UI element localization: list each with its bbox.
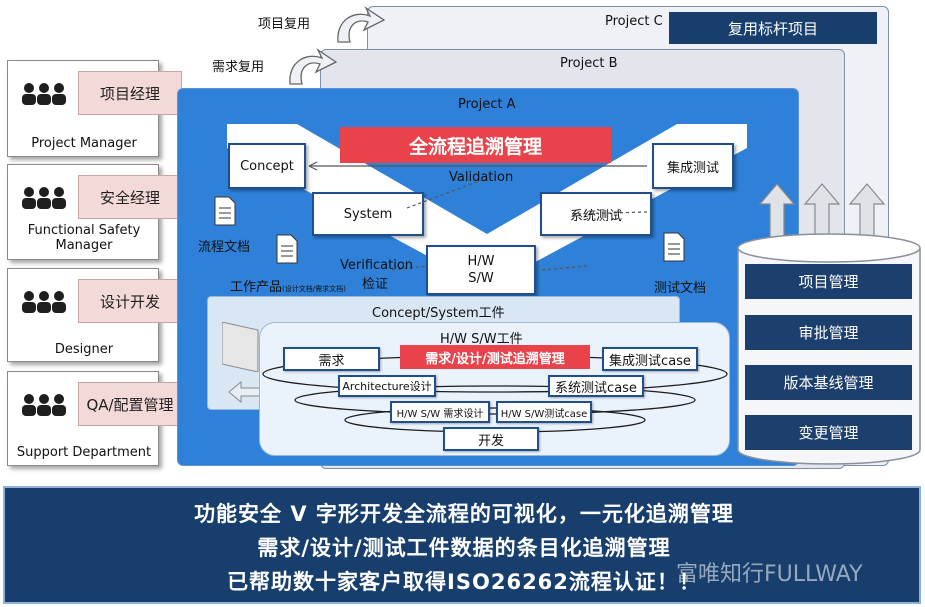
- benchmark-label: 复用标杆项目: [669, 12, 877, 44]
- database-cylinder: [737, 233, 921, 465]
- document-icon: [663, 232, 685, 262]
- role-english-name: Functional Safety Manager: [27, 223, 141, 253]
- trace-dashed-arrows: [308, 161, 648, 271]
- reuse-project-label: 项目复用: [258, 17, 311, 32]
- db-item-change-mgmt: 变更管理: [745, 415, 912, 450]
- project-b-title: Project B: [560, 56, 618, 71]
- db-item-approval-mgmt: 审批管理: [745, 315, 912, 350]
- hw-label: H/W: [467, 254, 495, 269]
- db-item-project-mgmt: 项目管理: [745, 264, 912, 299]
- architecture-box: Architecture设计: [338, 375, 436, 397]
- hwsw-box: H/W S/W: [426, 245, 536, 295]
- integration-case-box: 集成测试case: [602, 347, 698, 371]
- integration-test-box: 集成测试: [652, 143, 734, 189]
- project-a-title: Project A: [458, 97, 516, 112]
- check-label: 检证: [362, 277, 389, 292]
- curved-arrow-icon: [337, 6, 386, 43]
- role-card-safety-manager: 安全经理 Functional Safety Manager: [7, 164, 182, 260]
- role-badge: 项目经理: [78, 71, 182, 115]
- people-icon: [22, 187, 66, 209]
- role-english-name: Project Manager: [31, 136, 137, 151]
- trace-loop-arrows: [262, 355, 728, 433]
- process-doc-label: 流程文档: [198, 240, 251, 255]
- trace-management-title: 需求/设计/测试追溯管理: [400, 345, 590, 369]
- role-badge: 安全经理: [78, 175, 182, 219]
- watermark: 富唯知行FULLWAY: [676, 562, 863, 587]
- people-icon: [22, 83, 66, 105]
- sw-label: S/W: [468, 271, 494, 286]
- test-doc-label: 测试文档: [654, 281, 707, 296]
- concept-box: Concept: [228, 143, 306, 189]
- folder-shape: [222, 322, 259, 372]
- full-trace-title: 全流程追溯管理: [340, 127, 611, 163]
- role-badge: 设计开发: [78, 279, 182, 323]
- work-product-label: 工作产品(设计文档/需求文档): [230, 276, 346, 295]
- curved-arrow-icon: [289, 48, 338, 85]
- role-english-name: Designer: [54, 342, 114, 357]
- role-badge: QA/配置管理: [78, 382, 182, 426]
- role-card-designer: 设计开发 Designer: [7, 268, 182, 362]
- system-test-box: 系统测试: [540, 192, 652, 236]
- hwsw-title: H/W S/W工件: [440, 332, 523, 347]
- concept-system-title: Concept/System工件: [372, 306, 505, 321]
- document-icon: [276, 234, 298, 264]
- people-icon: [22, 291, 66, 313]
- validation-label: Validation: [449, 170, 514, 185]
- project-c-title: Project C: [605, 14, 663, 29]
- system-case-box: 系统测试case: [548, 375, 644, 397]
- banner-line-3: 已帮助数十家客户取得ISO26262流程认证！！: [227, 570, 701, 594]
- develop-box: 开发: [443, 427, 539, 451]
- requirement-box: 需求: [283, 347, 380, 371]
- role-card-project-manager: 项目经理 Project Manager: [7, 60, 182, 157]
- people-icon: [22, 394, 66, 416]
- work-product-note: (设计文档/需求文档): [282, 285, 346, 293]
- document-icon: [214, 196, 236, 226]
- work-product-text: 工作产品: [230, 280, 283, 295]
- role-card-support: QA/配置管理 Support Department: [7, 371, 182, 466]
- verification-label: Verification: [340, 258, 414, 273]
- banner-line-1: 功能安全 V 字形开发全流程的可视化，一元化追溯管理: [194, 502, 734, 526]
- system-box: System: [312, 192, 424, 236]
- reuse-requirement-label: 需求复用: [212, 60, 265, 75]
- hwsw-test-box: H/W S/W测试case: [496, 401, 592, 423]
- up-arrows-icon: [758, 183, 886, 247]
- role-english-name: Support Department: [16, 445, 152, 460]
- hwsw-design-box: H/W S/W 需求设计: [390, 401, 490, 423]
- summary-banner: 功能安全 V 字形开发全流程的可视化，一元化追溯管理 需求/设计/测试工件数据的…: [3, 486, 921, 604]
- db-item-baseline-mgmt: 版本基线管理: [745, 365, 912, 400]
- banner-line-2: 需求/设计/测试工件数据的条目化追溯管理: [257, 536, 671, 560]
